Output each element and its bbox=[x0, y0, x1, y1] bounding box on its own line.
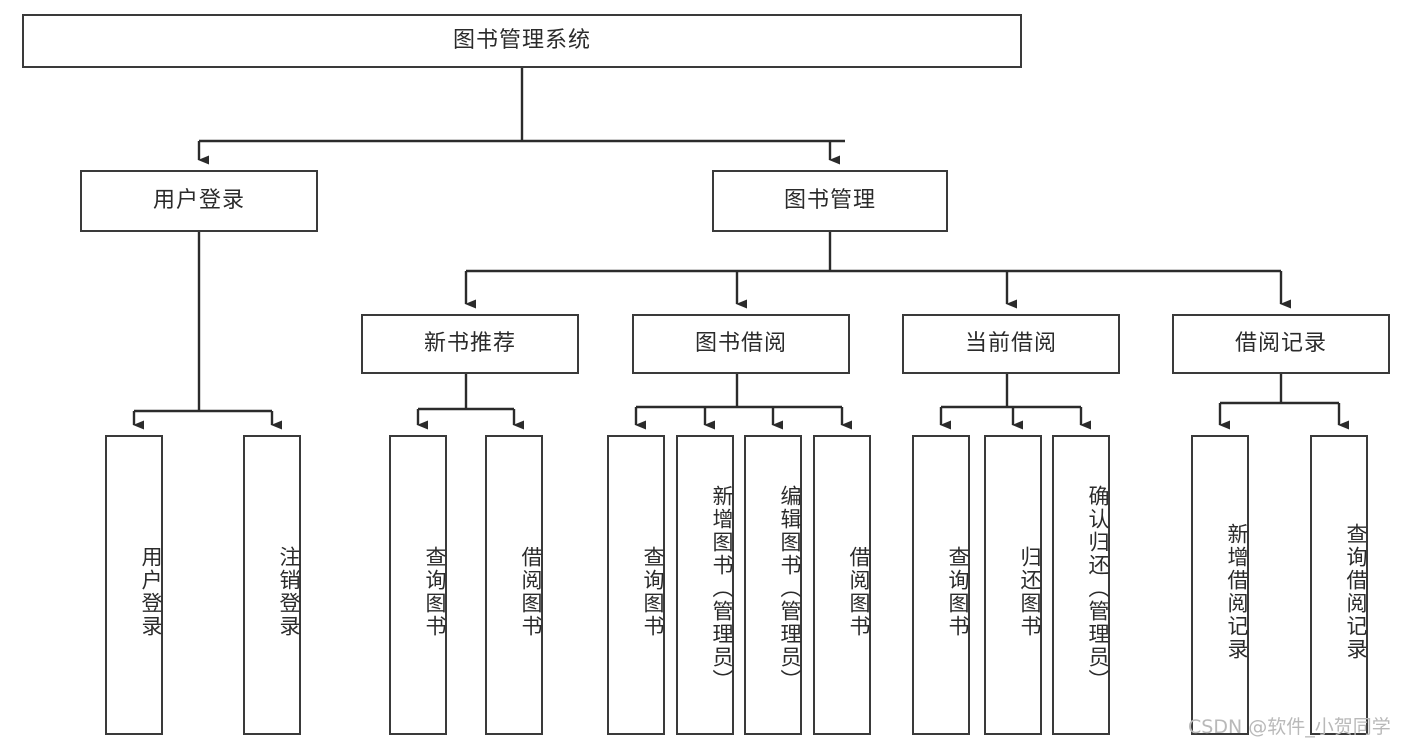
node-leaf-edit-book[interactable]: 编辑图书（管理员） bbox=[744, 435, 802, 735]
node-leaf-borrow-book-1-label: 借阅图书 bbox=[519, 546, 543, 638]
node-user-login-label: 用户登录 bbox=[152, 187, 245, 213]
node-borrow-record[interactable]: 借阅记录 bbox=[1172, 314, 1390, 374]
node-user-login[interactable]: 用户登录 bbox=[80, 170, 318, 232]
node-leaf-user-logout[interactable]: 注销登录 bbox=[243, 435, 301, 735]
node-leaf-query-record-label: 查询借阅记录 bbox=[1344, 523, 1368, 661]
node-leaf-add-book-label: 新增图书（管理员） bbox=[710, 484, 734, 692]
node-leaf-confirm-return[interactable]: 确认归还（管理员） bbox=[1052, 435, 1110, 735]
node-leaf-query-book-2-label: 查询图书 bbox=[641, 546, 665, 638]
node-leaf-user-logout-label: 注销登录 bbox=[277, 546, 301, 638]
node-leaf-query-book-1-label: 查询图书 bbox=[423, 546, 447, 638]
node-root[interactable]: 图书管理系统 bbox=[22, 14, 1022, 68]
node-new-book-recommend-label: 新书推荐 bbox=[423, 330, 516, 356]
node-book-borrow-label: 图书借阅 bbox=[694, 330, 787, 356]
node-book-borrow[interactable]: 图书借阅 bbox=[632, 314, 850, 374]
node-leaf-return-book[interactable]: 归还图书 bbox=[984, 435, 1042, 735]
node-book-manage[interactable]: 图书管理 bbox=[712, 170, 948, 232]
node-leaf-add-record[interactable]: 新增借阅记录 bbox=[1191, 435, 1249, 735]
node-new-book-recommend[interactable]: 新书推荐 bbox=[361, 314, 579, 374]
node-book-manage-label: 图书管理 bbox=[783, 187, 876, 213]
node-leaf-query-book-2[interactable]: 查询图书 bbox=[607, 435, 665, 735]
node-leaf-query-record[interactable]: 查询借阅记录 bbox=[1310, 435, 1368, 735]
node-leaf-query-book-1[interactable]: 查询图书 bbox=[389, 435, 447, 735]
node-root-label: 图书管理系统 bbox=[452, 27, 591, 53]
node-leaf-query-book-3-label: 查询图书 bbox=[946, 546, 970, 638]
node-borrow-record-label: 借阅记录 bbox=[1234, 330, 1327, 356]
node-leaf-query-book-3[interactable]: 查询图书 bbox=[912, 435, 970, 735]
node-leaf-borrow-book-1[interactable]: 借阅图书 bbox=[485, 435, 543, 735]
node-current-borrow[interactable]: 当前借阅 bbox=[902, 314, 1120, 374]
node-leaf-edit-book-label: 编辑图书（管理员） bbox=[778, 484, 802, 692]
node-leaf-confirm-return-label: 确认归还（管理员） bbox=[1086, 484, 1110, 692]
node-leaf-borrow-book-2[interactable]: 借阅图书 bbox=[813, 435, 871, 735]
node-leaf-user-login[interactable]: 用户登录 bbox=[105, 435, 163, 735]
node-leaf-borrow-book-2-label: 借阅图书 bbox=[847, 546, 871, 638]
watermark-text: CSDN @软件_小贺同学 bbox=[1188, 716, 1391, 738]
node-leaf-return-book-label: 归还图书 bbox=[1018, 546, 1042, 638]
node-current-borrow-label: 当前借阅 bbox=[964, 330, 1057, 356]
node-leaf-user-login-label: 用户登录 bbox=[139, 546, 163, 638]
node-leaf-add-book[interactable]: 新增图书（管理员） bbox=[676, 435, 734, 735]
node-leaf-add-record-label: 新增借阅记录 bbox=[1225, 523, 1249, 661]
